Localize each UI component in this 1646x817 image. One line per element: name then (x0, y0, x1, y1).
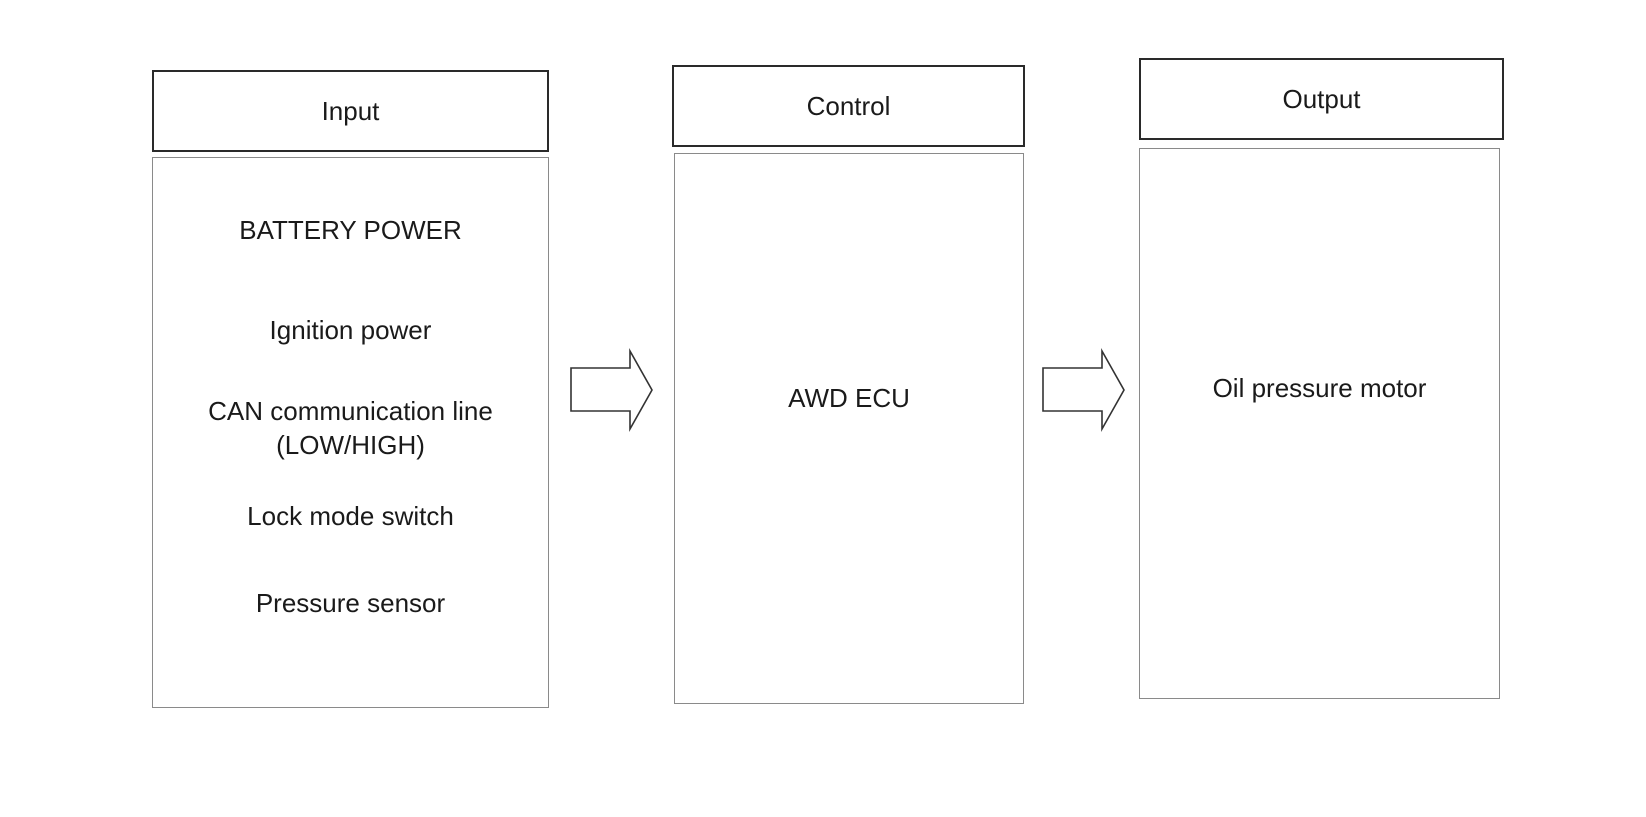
output-panel: Oil pressure motor (1139, 148, 1500, 699)
control-item-awd-ecu: AWD ECU (788, 383, 910, 413)
control-title: Control (806, 90, 891, 121)
control-panel: AWD ECU (674, 153, 1024, 704)
right-arrow-icon (570, 347, 653, 433)
input-item-can-line-levels: (LOW/HIGH) (276, 430, 425, 460)
output-header: Output (1139, 58, 1504, 140)
input-item-battery-power: BATTERY POWER (239, 215, 462, 245)
input-item-can-line: CAN communication line (208, 396, 493, 426)
input-item-lock-mode-switch: Lock mode switch (247, 501, 454, 531)
input-header: Input (152, 70, 549, 152)
control-header: Control (672, 65, 1025, 147)
output-title: Output (1282, 83, 1361, 114)
input-title: Input (321, 95, 380, 126)
input-item-pressure-sensor: Pressure sensor (255, 588, 446, 618)
output-item-oil-pressure-motor: Oil pressure motor (1212, 373, 1427, 403)
right-arrow-icon (1042, 347, 1125, 433)
input-item-ignition-power: Ignition power (269, 315, 432, 345)
input-panel: BATTERY POWER Ignition power CAN communi… (152, 157, 549, 708)
